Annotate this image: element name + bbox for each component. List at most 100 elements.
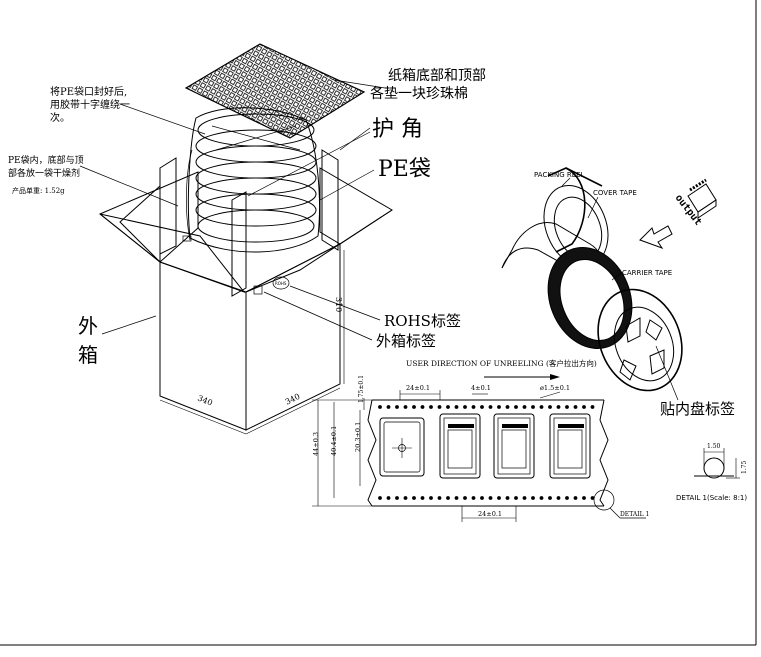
outer-box-label-text: 外箱标签 [376, 332, 436, 350]
corner-guard-label: 护 角 [372, 117, 423, 142]
sprocket-hole [480, 496, 484, 500]
tape-pocket [439, 413, 481, 479]
detail-title: DETAIL 1(Scale: 8:1) [676, 494, 747, 502]
sprocket-hole [531, 405, 535, 409]
rohs-label: ROHS标签 [384, 312, 461, 330]
box-width-dim: 340 [196, 394, 214, 408]
pe-bag-label: PE袋 [378, 157, 431, 182]
sprocket-hole [548, 405, 552, 409]
leader-outer-box [101, 315, 157, 335]
sprocket-hole [386, 496, 391, 500]
pearl-cotton-line1: 纸箱底部和顶部 [388, 68, 486, 84]
sprocket-hole [420, 496, 425, 500]
edge-offset-dim: 1.75±0.1 [358, 375, 365, 403]
sprocket-holes-top [378, 405, 595, 409]
sprocket-hole [590, 496, 595, 500]
detail-ref-label: DETAIL 1 [620, 511, 649, 518]
tape-pocket [549, 413, 591, 479]
detail-width-dim: 1.50 [707, 443, 721, 450]
sprocket-hole [556, 405, 561, 409]
tape-width-dim: 44±0.3 [312, 432, 320, 456]
reel-label-text: 贴内盘标签 [660, 400, 735, 418]
sprocket-hole [590, 405, 595, 409]
cover-tape-label: COVER TAPE [593, 189, 637, 197]
rohs-mark [272, 276, 290, 290]
sprocket-hole [463, 405, 467, 409]
sprocket-hole [463, 496, 467, 500]
leader-corner-guard-2 [247, 131, 371, 197]
sprocket-hole [565, 496, 569, 500]
packing-reel-assembly [501, 167, 683, 392]
sprocket-hole [378, 405, 382, 409]
sprocket-hole [488, 496, 493, 500]
sprocket-hole [446, 496, 450, 500]
pearl-cotton-pad [184, 43, 366, 139]
pe-bag [182, 107, 320, 253]
sprocket-hole [539, 405, 544, 409]
outer-box-label-mark [253, 285, 263, 295]
detail-height-dim: 1.75 [741, 460, 748, 474]
tape-dimensions: 24±0.1 4±0.1 ø1.5±0.1 24±0.1 1.75±0.1 20… [312, 375, 649, 522]
sprocket-hole [480, 405, 484, 409]
detail-callout-circle [593, 489, 615, 511]
leader-desiccant [79, 165, 179, 207]
sprocket-hole [522, 405, 527, 409]
pocket-width-dim: 20.3±0.1 [354, 422, 362, 452]
sprocket-hole [565, 405, 569, 409]
sprocket-hole [429, 405, 433, 409]
sprocket-hole [573, 405, 578, 409]
leader-reel-label [655, 345, 679, 401]
sprocket-pitch-dim: 4±0.1 [471, 384, 491, 392]
sprocket-hole [454, 496, 459, 500]
output-arrow [639, 225, 673, 249]
sprocket-hole [437, 405, 442, 409]
tape-inner-dim: 40.4±0.1 [330, 426, 338, 456]
pe-bag-seal-line3: 次。 [50, 111, 70, 124]
pearl-cotton-line2: 各垫一块珍珠棉 [370, 85, 468, 102]
sprocket-hole [395, 496, 399, 500]
hole-diameter-dim: ø1.5±0.1 [540, 384, 570, 392]
leader-packing-reel [561, 177, 571, 187]
unreel-direction-text: USER DIRECTION OF UNREELING (客户拉出方向) [406, 358, 597, 368]
sprocket-hole [471, 405, 476, 409]
packing-reel-label: PACKING REEL [534, 171, 585, 179]
desiccant-line1: PE袋内，底部与顶 [8, 154, 84, 166]
sprocket-hole [437, 496, 442, 500]
carrier-tape-label: CARRIER TAPE [622, 269, 672, 277]
pe-bag-seal-line2: 用胶带十字缠绕一 [50, 98, 130, 111]
sprocket-hole [522, 496, 527, 500]
leader-pe-bag-seal [119, 103, 206, 135]
desiccant-line2: 部各放一袋干燥剂 [8, 167, 80, 179]
sprocket-hole [582, 496, 586, 500]
carrier-tape-drawing [367, 399, 609, 507]
sprocket-hole [497, 405, 501, 409]
sprocket-hole [429, 496, 433, 500]
leader-outer-box-label [263, 291, 373, 341]
reel-stack [195, 113, 317, 243]
unreel-arrow-head [550, 374, 560, 380]
sprocket-hole [412, 496, 416, 500]
sprocket-hole [514, 496, 518, 500]
sprocket-hole [403, 496, 408, 500]
sprocket-hole [420, 405, 425, 409]
leader-pearl-cotton [333, 79, 386, 89]
carrier-tape-coil [547, 247, 633, 349]
sprocket-hole [539, 496, 544, 500]
sprocket-holes-bottom [378, 496, 595, 500]
sprocket-hole [378, 496, 382, 500]
detail-1: 1.50 1.75 [694, 443, 748, 479]
rohs-mark-text: ROHS [275, 281, 287, 286]
outer-box-label-char2: 箱 [78, 343, 98, 367]
unit-weight: 产品单重: 1.52g [12, 186, 65, 195]
pe-bag-seal-line1: 将PE袋口封好后, [50, 85, 127, 98]
sprocket-hole [488, 405, 493, 409]
sprocket-hole [497, 496, 501, 500]
sprocket-hole [505, 496, 510, 500]
sprocket-hole [446, 405, 450, 409]
output-component-icon [687, 178, 717, 219]
pitch-top-dim: 24±0.1 [406, 384, 430, 392]
leader-pe-bag [319, 169, 375, 201]
sprocket-hole [386, 405, 391, 409]
